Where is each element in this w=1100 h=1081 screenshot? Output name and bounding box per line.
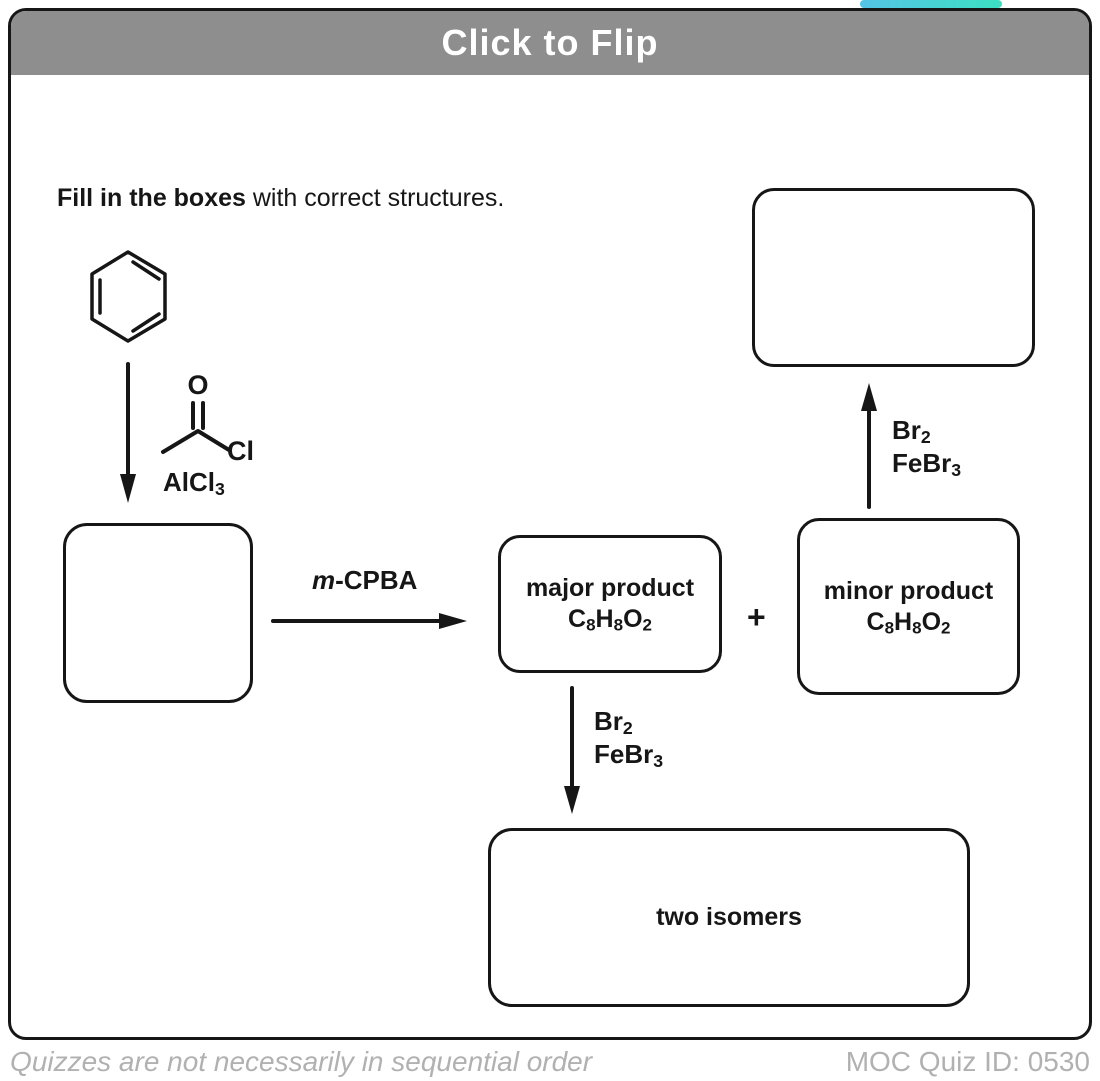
br2-label-lower: Br2 bbox=[594, 706, 633, 738]
instruction-text: Fill in the boxes with correct structure… bbox=[57, 184, 504, 213]
cropped-teal-button[interactable] bbox=[860, 0, 1002, 8]
major-product-label: major product bbox=[525, 574, 695, 602]
instruction-regular: with correct structures. bbox=[245, 184, 505, 212]
box-minor-product: minor product C8H8O2 bbox=[797, 518, 1020, 695]
br2-label-upper: Br2 bbox=[892, 415, 931, 447]
major-product-formula: C8H8O2 bbox=[568, 605, 652, 635]
card-header: Click to Flip bbox=[11, 11, 1089, 75]
febr3-label-upper: FeBr3 bbox=[892, 448, 962, 480]
minor-product-label: minor product bbox=[823, 576, 994, 605]
answer-box-acylation-product bbox=[63, 523, 253, 703]
quiz-id: MOC Quiz ID: 0530 bbox=[845, 1046, 1090, 1077]
febr3-label-lower: FeBr3 bbox=[594, 739, 664, 771]
minor-product-formula: C8H8O2 bbox=[866, 607, 951, 638]
plus-sign: + bbox=[747, 599, 766, 635]
bromination-reagents-upper: Br2 FeBr3 bbox=[892, 414, 961, 480]
card-title: Click to Flip bbox=[441, 22, 659, 63]
alcl3-label: AlCl3 bbox=[163, 467, 225, 499]
footer-note: Quizzes are not necessarily in sequentia… bbox=[10, 1046, 593, 1077]
bromination-reagents-lower: Br2 FeBr3 bbox=[594, 705, 663, 771]
box-major-product: major product C8H8O2 bbox=[498, 535, 722, 673]
mcpba-rest: -CPBA bbox=[335, 565, 418, 595]
instruction-bold: Fill in the boxes bbox=[57, 184, 246, 212]
two-isomers-label: two isomers bbox=[656, 903, 802, 931]
mcpba-italic-m: m bbox=[312, 565, 336, 595]
oxygen-label: O bbox=[187, 370, 209, 400]
chlorine-label: Cl bbox=[227, 436, 254, 466]
box-two-isomers: two isomers bbox=[488, 828, 970, 1007]
mcpba-label: m-CPBA bbox=[312, 565, 417, 596]
answer-box-minor-bromination-product bbox=[752, 188, 1035, 367]
